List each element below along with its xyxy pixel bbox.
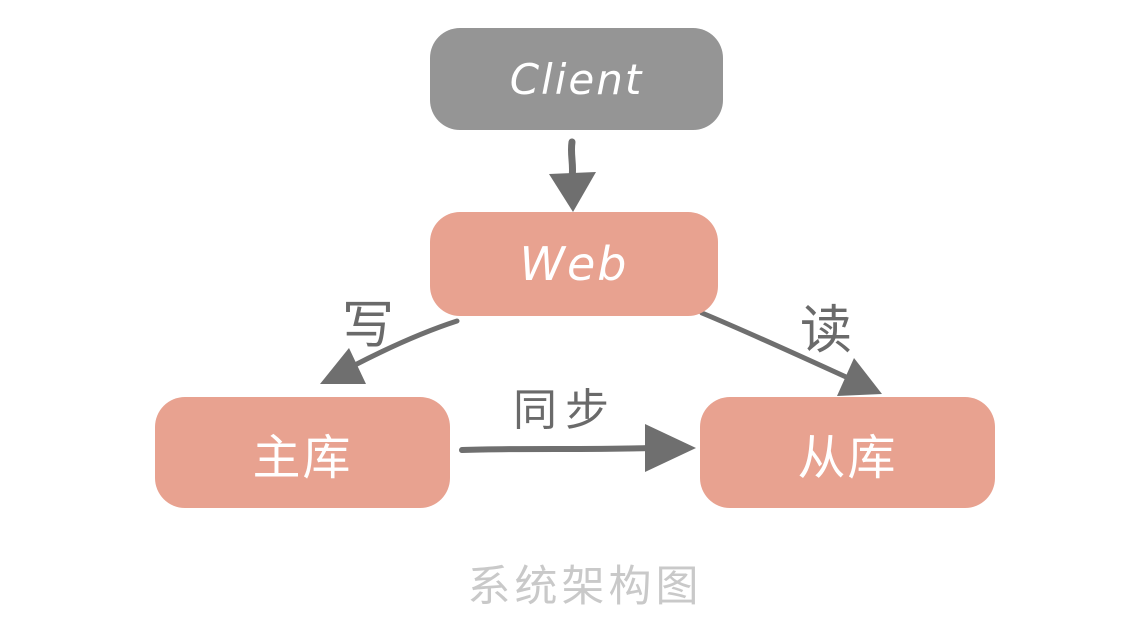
node-slave-db-label: 从库	[797, 429, 898, 486]
node-master-db: 主库	[155, 397, 450, 508]
edge-label-write: 写	[342, 296, 395, 356]
node-slave-db: 从库	[700, 397, 995, 508]
diagram-title: 系统架构图	[467, 562, 703, 612]
node-master-db-label: 主库	[252, 429, 353, 486]
arrow-client-to-web	[549, 138, 596, 212]
edge-label-read: 读	[800, 301, 853, 361]
node-web-label: Web	[519, 237, 629, 291]
node-client: Client	[430, 28, 723, 130]
node-web: Web	[430, 212, 718, 316]
arrow-web-to-slave	[699, 310, 882, 396]
edge-label-sync: 同步	[513, 385, 617, 436]
node-client-label: Client	[509, 54, 644, 104]
